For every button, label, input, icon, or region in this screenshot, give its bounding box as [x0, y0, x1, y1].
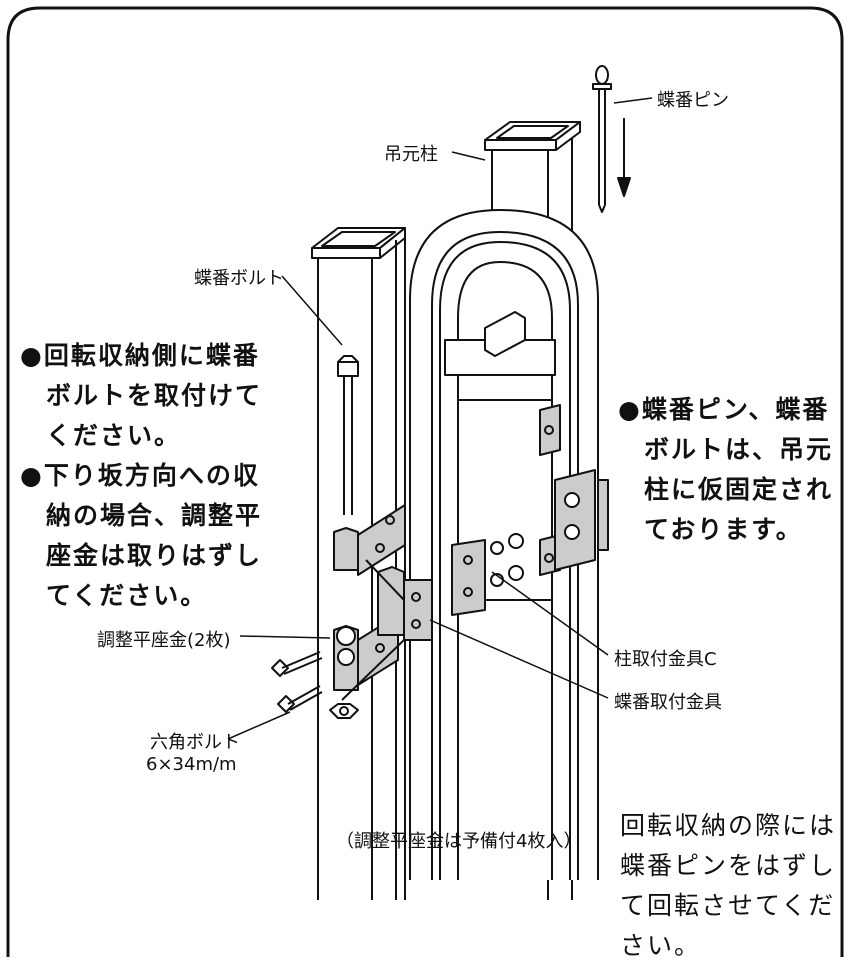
note-line: 柱に仮固定され: [644, 475, 834, 504]
note-line: 回転収納の際には: [620, 811, 837, 840]
note-line: ください。: [46, 421, 182, 450]
hex-bolts: [271, 651, 323, 713]
note-line: てください。: [46, 581, 208, 610]
hinge-pin-label: 蝶番ピン: [657, 90, 729, 111]
note-line: 蝶番ピンをはずし: [620, 851, 837, 880]
leader-lines: [227, 97, 653, 740]
hanging-post-label: 吊元柱: [384, 144, 438, 165]
note-right-top: ●蝶番ピン、蝶番 ボルトは、吊元 柱に仮固定され ております。: [618, 390, 833, 550]
note-line: ております。: [644, 515, 803, 544]
note-line: さい。: [620, 931, 702, 960]
note-line: ボルトを取付けて: [46, 381, 263, 410]
note-line: ●下り坂方向への収: [20, 461, 260, 490]
hinge-bolt: [337, 355, 359, 515]
hinge-bolt-label: 蝶番ボルト: [194, 268, 284, 289]
washer-spare-caption: （調整平座金は予備付4枚入）: [336, 831, 582, 852]
note-left-top: ●回転収納側に蝶番 ボルトを取付けて ください。: [20, 336, 262, 456]
note-right-bottom: 回転収納の際には 蝶番ピンをはずし て回転させてくだ さい。: [620, 806, 836, 966]
post-bracket-c: [451, 404, 609, 616]
note-left-bottom: ●下り坂方向への収 納の場合、調整平 座金は取りはずし てください。: [20, 456, 262, 616]
washer-label: 調整平座金(2枚): [97, 630, 231, 651]
note-line: 座金は取りはずし: [46, 541, 263, 570]
note-line: ●蝶番ピン、蝶番: [618, 395, 830, 424]
hinge-bracket-on-gate: [341, 559, 433, 701]
hex-bolt-size-label: 6×34m/m: [146, 754, 237, 775]
note-line: ●回転収納側に蝶番: [20, 341, 260, 370]
hinge-pin: [592, 65, 612, 213]
hex-bolt-label: 六角ボルト: [150, 732, 240, 753]
hex-nut: [329, 703, 359, 719]
note-line: ボルトは、吊元: [644, 435, 834, 464]
diagram-frame: [6, 6, 844, 957]
gate-arch: [409, 209, 599, 880]
post-bracket-c-label: 柱取付金具C: [614, 649, 717, 670]
hinge-bracket-label: 蝶番取付金具: [614, 692, 722, 713]
note-line: て回転させてくだ: [620, 891, 836, 920]
note-line: 納の場合、調整平: [46, 501, 263, 530]
